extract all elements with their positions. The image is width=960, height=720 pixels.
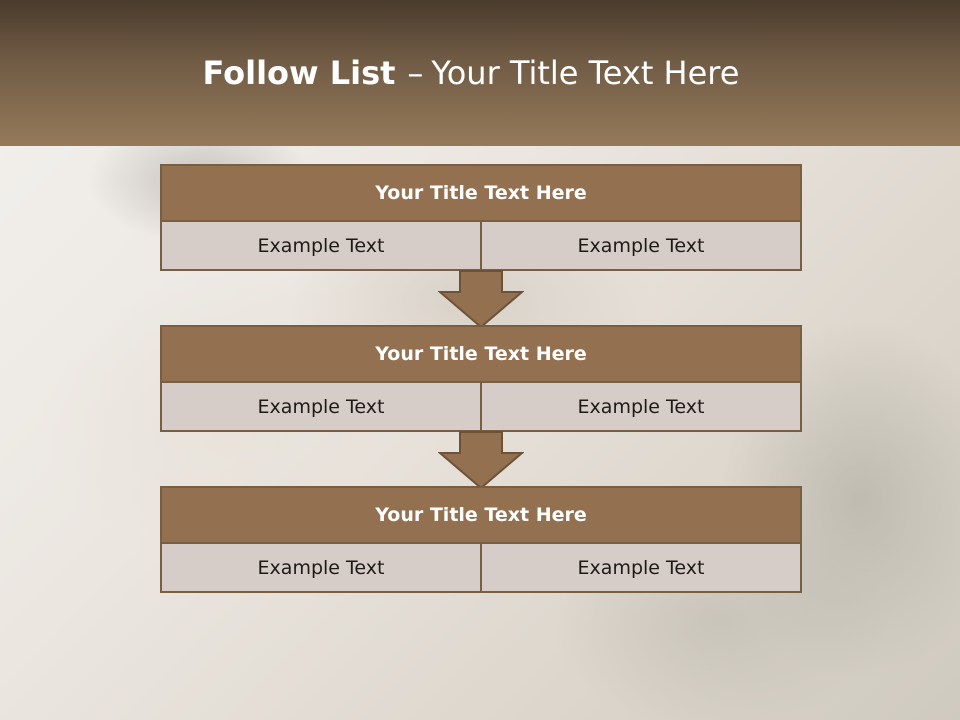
block-right-text: Example Text [482, 544, 800, 591]
block-left-text: Example Text [162, 383, 480, 430]
down-arrow-icon [438, 270, 524, 328]
title-rest: Your Title Text Here [431, 54, 740, 92]
list-block-2: Your Title Text Here Example Text Exampl… [160, 325, 802, 432]
block-right-text: Example Text [482, 383, 800, 430]
list-block-3: Your Title Text Here Example Text Exampl… [160, 486, 802, 593]
down-arrow-icon [438, 431, 524, 489]
title-bar [0, 0, 960, 146]
slide-title: Follow List–Your Title Text Here [0, 54, 942, 92]
list-block-1: Your Title Text Here Example Text Exampl… [160, 164, 802, 271]
block-left-text: Example Text [162, 222, 480, 269]
block-title: Your Title Text Here [162, 327, 800, 381]
block-left-text: Example Text [162, 544, 480, 591]
block-title: Your Title Text Here [162, 488, 800, 542]
block-right-text: Example Text [482, 222, 800, 269]
title-separator: – [407, 54, 424, 92]
block-title: Your Title Text Here [162, 166, 800, 220]
title-strong: Follow List [202, 54, 396, 92]
